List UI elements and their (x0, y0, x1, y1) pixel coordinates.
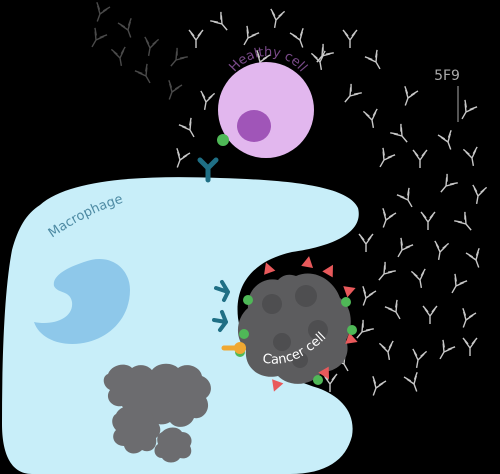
cd47-marker (313, 375, 323, 385)
sirpa-receptor (212, 310, 228, 332)
antibody (412, 348, 428, 369)
cancer-cell: Cancer cell (237, 273, 351, 384)
antibody (412, 149, 428, 168)
antibody (358, 233, 374, 252)
antibody (372, 375, 387, 396)
antibody (472, 184, 488, 205)
calreticulin-marker (322, 264, 333, 278)
antibody (362, 108, 378, 129)
antibody (144, 36, 160, 57)
antibody (434, 240, 450, 261)
phagosome (139, 363, 211, 427)
cd47-marker (341, 297, 351, 307)
antibody (410, 268, 426, 289)
antibody (390, 123, 408, 143)
antibody (378, 340, 394, 361)
antibody (420, 211, 436, 230)
phagosomes (103, 363, 211, 463)
antibody (178, 117, 195, 138)
antibody (168, 79, 183, 100)
cd47-marker (217, 134, 229, 146)
antibody (397, 237, 414, 258)
antibody (454, 211, 472, 231)
antibody (396, 187, 413, 208)
antibody (243, 25, 260, 46)
antibody (289, 27, 304, 48)
antibody (462, 146, 478, 167)
calreticulin-marker (272, 379, 284, 392)
sirpa-receptor (214, 280, 230, 302)
antibody (117, 17, 132, 38)
antibody (344, 83, 362, 103)
antibody (200, 90, 216, 111)
antibody (176, 147, 191, 168)
calreticulin-marker (301, 256, 314, 268)
macrophage-body (2, 177, 359, 474)
antibody (451, 273, 468, 294)
antibody (462, 337, 478, 356)
antibody (91, 27, 108, 48)
calreticulin-marker (343, 286, 356, 298)
antibody (440, 173, 458, 193)
antibody (322, 373, 338, 392)
antibody (437, 129, 452, 150)
phagosome (154, 427, 192, 463)
antibody (382, 207, 397, 228)
healthy-cell-nucleus (237, 110, 271, 142)
cancer-cell-texture (262, 285, 328, 368)
antibody (134, 63, 151, 84)
healthy-cell-membrane (218, 62, 314, 158)
sirpa-receptor (197, 157, 219, 183)
antibody (188, 29, 204, 48)
phagosome (112, 406, 161, 454)
antibody (422, 305, 438, 324)
antibody (310, 50, 326, 71)
cancer-cell-body (237, 273, 351, 384)
antibody (356, 319, 374, 339)
antibody-label: 5F9 (434, 68, 460, 84)
lrp1-receptor-head (234, 342, 246, 354)
antibody (465, 247, 480, 268)
antibody (170, 47, 188, 67)
calreticulin-marker (264, 262, 276, 275)
cd47-marker (243, 295, 253, 305)
antibody (403, 371, 418, 392)
cd47-marker (347, 325, 357, 335)
antibody (210, 11, 228, 31)
macrophage-nucleus (34, 258, 130, 344)
antibody (439, 339, 456, 360)
antibody-cloud (91, 1, 488, 396)
antibody (96, 1, 111, 22)
antibody (364, 49, 381, 70)
antibody (404, 85, 419, 106)
antibody (378, 261, 396, 281)
antibody (110, 46, 126, 67)
antibody (342, 29, 358, 48)
calreticulin-marker (318, 366, 329, 380)
cancer-cell-markers (235, 256, 358, 392)
healthy-cell: Healthy cell (218, 45, 314, 158)
antibody (384, 299, 401, 320)
calreticulin-marker (345, 332, 358, 344)
antibody (462, 307, 477, 328)
antibody (256, 49, 271, 70)
cd47-marker (239, 329, 249, 339)
antibody (461, 99, 478, 120)
antibody (379, 147, 396, 168)
macrophage-receptors (212, 280, 230, 332)
antibody (362, 285, 377, 306)
antibody (270, 8, 286, 29)
